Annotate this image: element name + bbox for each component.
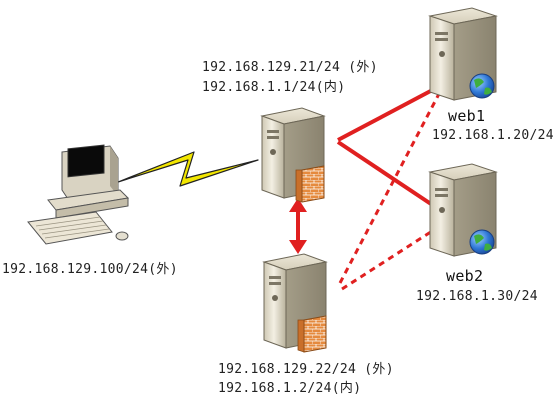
firewall-brick-icon <box>297 315 327 353</box>
globe-icon <box>469 73 495 99</box>
web2-name: web2 <box>446 267 484 285</box>
lb-master-server-icon <box>260 107 326 203</box>
link-master-web2 <box>336 140 442 212</box>
lb-master-ip-outer: 192.168.129.21/24 (外) <box>202 60 378 75</box>
client-ip: 192.168.129.100/24(外) <box>2 262 178 277</box>
wireless-link-bolt <box>117 151 259 187</box>
links <box>117 84 443 291</box>
web1-server-icon <box>428 7 498 101</box>
heartbeat-arrow <box>289 198 307 254</box>
link-backup-web1 <box>338 89 443 284</box>
lb-backup-ip-inner: 192.168.1.2/24(内) <box>218 381 362 396</box>
link-backup-web2 <box>341 224 441 291</box>
lb-backup-ip-outer: 192.168.129.22/24 (外) <box>218 362 394 377</box>
globe-icon <box>469 229 495 255</box>
firewall-brick-icon <box>295 165 325 203</box>
link-master-web1 <box>337 84 441 142</box>
web1-ip: 192.168.1.20/24 <box>432 128 554 143</box>
web2-server-icon <box>428 163 498 257</box>
lb-backup-server-icon <box>262 253 328 353</box>
client-computer-icon <box>27 144 130 245</box>
web1-name: web1 <box>448 107 486 125</box>
lb-master-ip-inner: 192.168.1.1/24(内) <box>202 80 346 95</box>
web2-ip: 192.168.1.30/24 <box>416 289 538 304</box>
